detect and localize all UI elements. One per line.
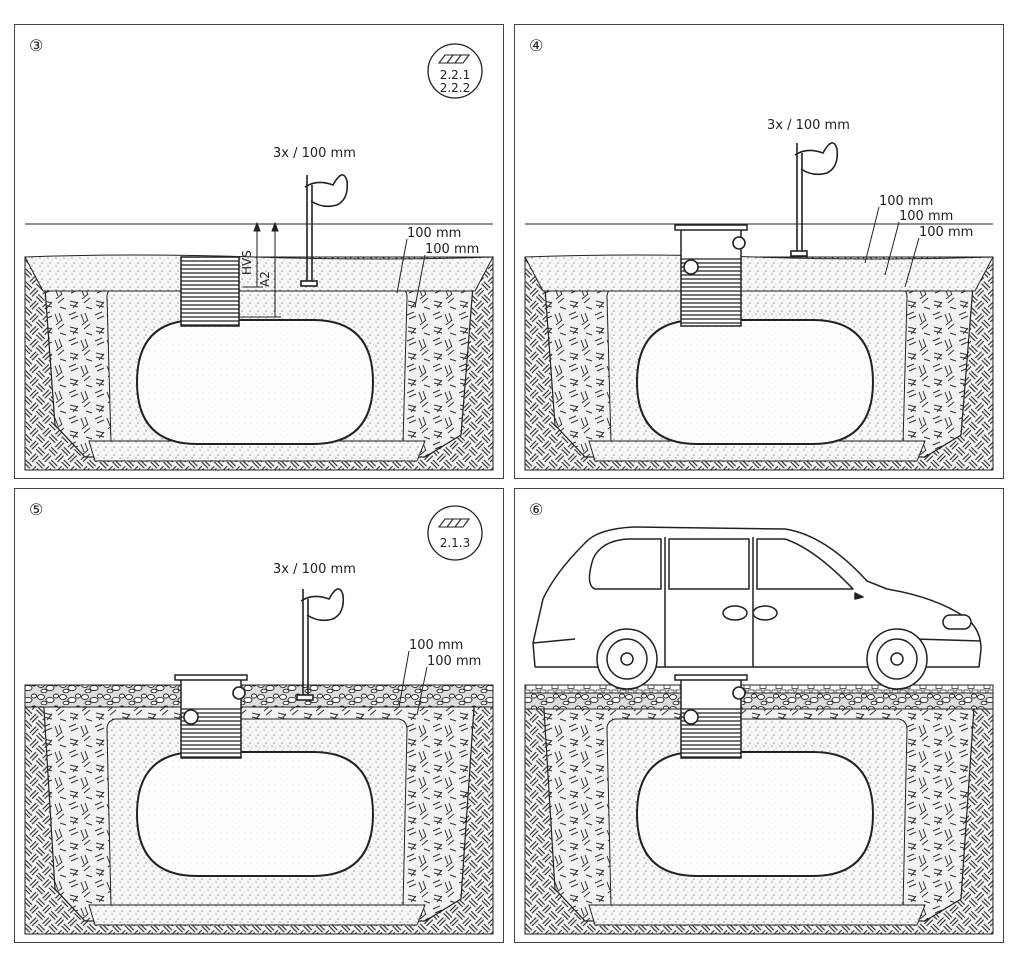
pipe-inlet-icon: [683, 259, 699, 275]
dimension-label-a2: A2: [258, 271, 272, 287]
panel-step-3: HVS A2 3x / 100 mm 100 mm 100 mm ③: [14, 24, 504, 479]
tank: [635, 751, 875, 877]
pipe-inlet-icon: [683, 709, 699, 725]
layer-label-1: 100 mm: [879, 194, 933, 209]
compaction-label: 3x / 100 mm: [273, 562, 356, 577]
pipe-inlet-icon: [183, 709, 199, 725]
paving-layer: [524, 684, 994, 694]
paving-stones-icon: [437, 54, 471, 64]
excavation-scene: [24, 674, 494, 935]
panel-step-4: 3x / 100 mm 100 mm 100 mm 100 mm ④: [514, 24, 1004, 479]
gravel-layer: [524, 692, 994, 710]
excavation-scene: [24, 223, 494, 471]
tank-shaft: [674, 674, 748, 759]
tank-shaft: [180, 256, 240, 327]
paving-stones-icon: [437, 518, 471, 528]
panel-step-5: 3x / 100 mm 100 mm 100 mm ⑤ 2.1.3: [14, 488, 504, 943]
layer-leaders: [398, 650, 428, 716]
badge-line-2: 2.2.2: [440, 81, 471, 95]
hand-compactor-icon: [296, 588, 345, 701]
tank: [135, 319, 375, 445]
base-layer: [588, 904, 926, 926]
layer-label-2: 100 mm: [899, 209, 953, 224]
step-number: ⑤: [29, 500, 43, 519]
car-icon: [532, 526, 982, 690]
tank: [635, 319, 875, 445]
step-number: ③: [29, 36, 43, 55]
compaction-label: 3x / 100 mm: [273, 146, 356, 161]
tank-shaft: [174, 674, 248, 759]
panel-step-6: ⑥: [514, 488, 1004, 943]
dimension-label-hvs: HVS: [240, 250, 254, 275]
pipe-outlet-icon: [732, 686, 746, 700]
pipe-outlet-icon: [732, 236, 746, 250]
layer-label-2: 100 mm: [425, 242, 479, 257]
tank: [135, 751, 375, 877]
badge-line-1: 2.1.3: [440, 536, 471, 550]
shaft-lid: [674, 224, 748, 231]
layer-leaders: [864, 206, 920, 288]
excavation-scene: [524, 223, 994, 471]
pipe-outlet-icon: [232, 686, 246, 700]
fill-layers: [524, 254, 994, 292]
layer-label-1: 100 mm: [407, 226, 461, 241]
step-number: ⑥: [529, 500, 543, 519]
badge-line-1: 2.2.1: [440, 68, 471, 82]
step-3-drawing: HVS A2 3x / 100 mm 100 mm 100 mm ③: [24, 36, 494, 471]
layer-label-1: 100 mm: [409, 638, 463, 653]
dimension-arrows: [235, 221, 281, 318]
reference-badge: 2.1.3: [427, 505, 483, 561]
step-number: ④: [529, 36, 543, 55]
tank-shaft: [674, 224, 748, 327]
step-4-drawing: 3x / 100 mm 100 mm 100 mm 100 mm ④: [524, 36, 994, 471]
layer-leaders: [396, 238, 426, 308]
fill-layers: [24, 254, 494, 292]
shaft-lid: [174, 674, 248, 681]
step-5-drawing: 3x / 100 mm 100 mm 100 mm ⑤ 2.1.3: [24, 500, 494, 935]
layer-label-2: 100 mm: [427, 654, 481, 669]
reference-badge: 2.2.1 2.2.2: [427, 43, 483, 99]
base-layer: [88, 904, 426, 926]
hand-compactor-icon: [790, 142, 839, 257]
compaction-label: 3x / 100 mm: [767, 118, 850, 133]
excavation-scene: [524, 674, 994, 935]
hand-compactor-icon: [300, 174, 349, 287]
shaft-lid: [674, 674, 748, 681]
layer-label-3: 100 mm: [919, 225, 973, 240]
step-6-drawing: ⑥: [524, 500, 994, 935]
